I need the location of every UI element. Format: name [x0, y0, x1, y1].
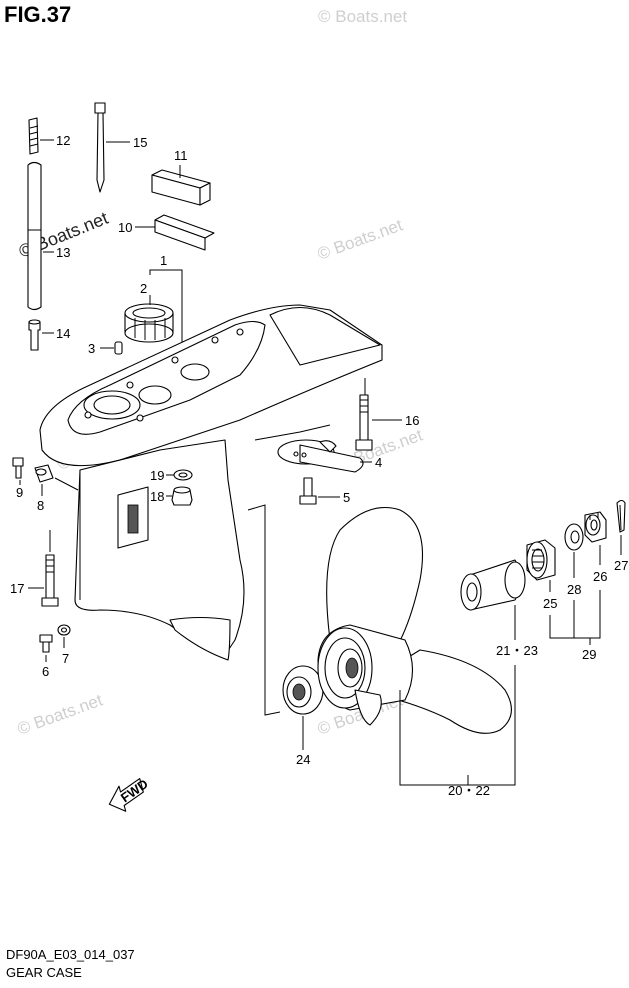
gear-case-housing [39, 304, 383, 661]
part-26-castle-nut [584, 511, 607, 543]
figure-title: FIG.37 [4, 2, 72, 27]
callout-7: 7 [62, 651, 69, 666]
part-2-bearing [124, 303, 174, 343]
part-3-dowel-pin [114, 341, 123, 355]
part-24-thrust-washer [282, 665, 324, 715]
callout-12: 12 [56, 133, 70, 148]
part-17-bolt [41, 554, 59, 607]
callout-21-23: 21・23 [496, 643, 538, 658]
part-18-nut [171, 486, 193, 506]
callout-6: 6 [42, 664, 49, 679]
callout-19: 19 [150, 468, 164, 483]
part-8-anode [34, 464, 54, 483]
callout-13: 13 [56, 245, 70, 260]
callout-2: 2 [140, 281, 147, 296]
watermark-text: © Boats.net [318, 7, 407, 26]
part-7-washer [57, 624, 71, 636]
callout-20-22: 20・22 [448, 783, 490, 798]
part-21-23-spacer [460, 559, 526, 611]
callout-5: 5 [343, 490, 350, 505]
part-9-bolt [12, 457, 24, 479]
callout-16: 16 [405, 413, 419, 428]
part-19-washer [173, 469, 193, 481]
diagram-code: DF90A_E03_014_037 [6, 947, 135, 962]
part-6-bolt [39, 634, 53, 653]
watermark-text: © Boats.net [315, 215, 405, 263]
callout-8: 8 [37, 498, 44, 513]
callout-3: 3 [88, 341, 95, 356]
watermark-text: © Boats.net [15, 690, 105, 738]
part-13-shaft [27, 161, 42, 311]
part-28-washer [564, 523, 584, 551]
part-12-tip [28, 117, 39, 155]
callout-1: 1 [160, 253, 167, 268]
callout-17: 17 [10, 581, 24, 596]
callout-26: 26 [593, 569, 607, 584]
callout-10: 10 [118, 220, 132, 235]
part-25-spline-washer [526, 539, 556, 581]
part-10-plate [154, 214, 215, 251]
callout-25: 25 [543, 596, 557, 611]
callout-27: 27 [614, 558, 628, 573]
part-15-cable-tie [94, 102, 106, 193]
callout-28: 28 [567, 582, 581, 597]
callout-24: 24 [296, 752, 310, 767]
part-5-bolt [299, 477, 317, 505]
callout-11: 11 [174, 148, 188, 163]
callout-29: 29 [582, 647, 596, 662]
fwd-label: FWD [118, 776, 151, 805]
callout-4: 4 [375, 455, 382, 470]
callout-15: 15 [133, 135, 147, 150]
part-16-bolt [355, 394, 373, 451]
propeller [317, 506, 512, 734]
part-4-trim-tab [277, 439, 364, 473]
diagram-name: GEAR CASE [6, 965, 82, 980]
part-27-cotter-pin [616, 499, 626, 533]
callout-9: 9 [16, 485, 23, 500]
part-11-block [151, 169, 211, 206]
fwd-arrow-icon: FWD [108, 776, 151, 812]
callout-18: 18 [150, 489, 164, 504]
callout-14: 14 [56, 326, 70, 341]
part-14-bushing [28, 319, 41, 351]
